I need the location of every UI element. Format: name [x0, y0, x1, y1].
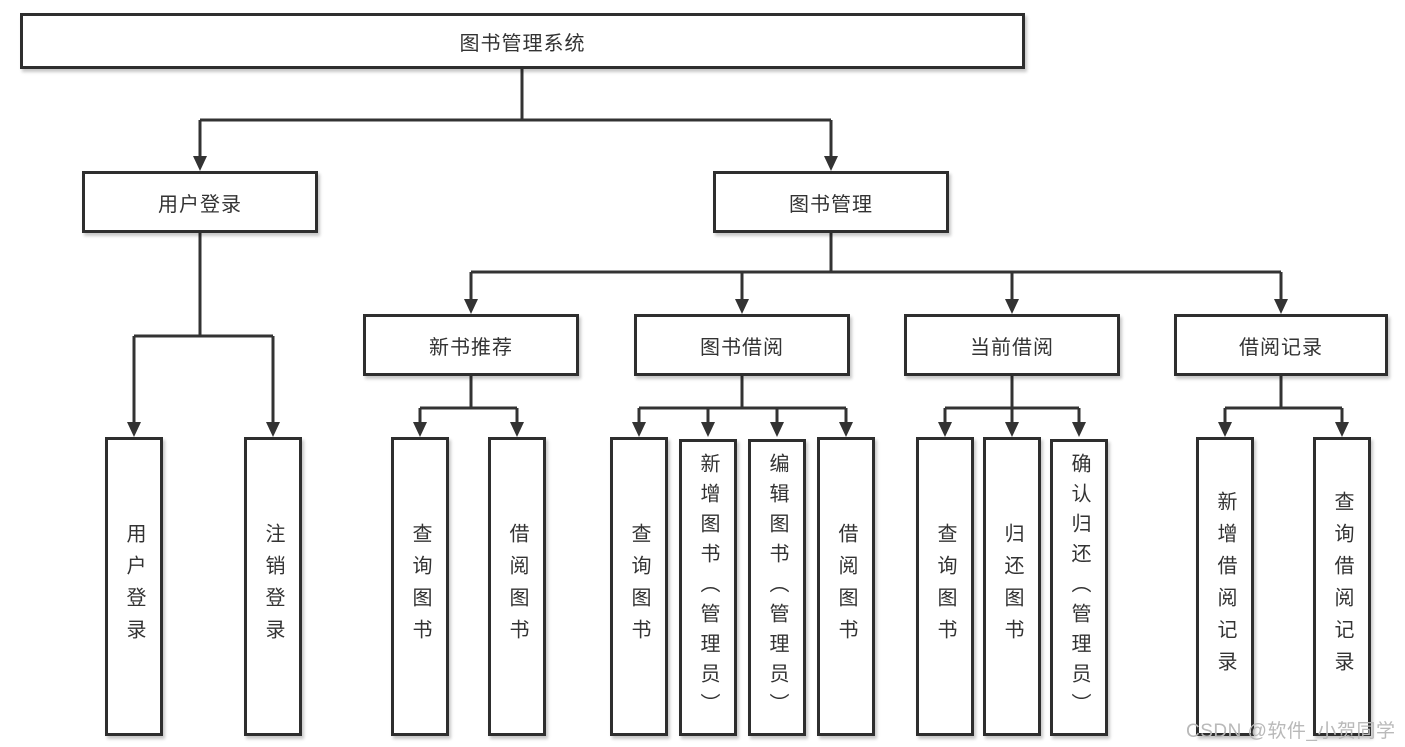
node-label: 新增借阅记录	[1214, 490, 1236, 683]
node-borrow-records: 借阅记录	[1174, 314, 1388, 376]
leaf-logout: 注销登录	[244, 437, 302, 736]
leaf-confirm-return-admin: 确认归还（管理员）	[1050, 439, 1108, 736]
node-label: 查询图书	[409, 522, 431, 651]
leaf-query-book-3: 查询图书	[916, 437, 974, 736]
leaf-query-borrow-record: 查询借阅记录	[1313, 437, 1371, 736]
node-label: 注销登录	[262, 522, 284, 651]
leaf-user-login: 用户登录	[105, 437, 163, 736]
leaf-borrow-book-1: 借阅图书	[488, 437, 546, 736]
leaf-edit-book-admin: 编辑图书（管理员）	[748, 439, 806, 736]
leaf-add-borrow-record: 新增借阅记录	[1196, 437, 1254, 736]
node-label: 编辑图书（管理员）	[766, 452, 788, 723]
node-label: 借阅图书	[506, 522, 528, 651]
watermark: CSDN @软件_小贺同学	[1186, 721, 1396, 742]
node-user-login: 用户登录	[82, 171, 318, 233]
node-label: 图书管理	[789, 193, 873, 216]
node-label: 新书推荐	[429, 336, 513, 359]
node-label: 查询借阅记录	[1331, 490, 1353, 683]
node-label: 用户登录	[158, 193, 242, 216]
leaf-add-book-admin: 新增图书（管理员）	[679, 439, 737, 736]
node-label: 新增图书（管理员）	[697, 452, 719, 723]
node-new-book-recommend: 新书推荐	[363, 314, 579, 376]
node-book-borrow: 图书借阅	[634, 314, 850, 376]
node-label: 借阅图书	[835, 522, 857, 651]
node-label: 查询图书	[628, 522, 650, 651]
leaf-return-book: 归还图书	[983, 437, 1041, 736]
node-label: 图书管理系统	[459, 32, 586, 55]
node-label: 归还图书	[1001, 522, 1023, 651]
node-root: 图书管理系统	[20, 13, 1025, 69]
node-label: 确认归还（管理员）	[1068, 452, 1090, 723]
node-label: 借阅记录	[1239, 336, 1323, 359]
node-label: 用户登录	[123, 522, 145, 651]
node-label: 当前借阅	[970, 336, 1054, 359]
leaf-borrow-book-2: 借阅图书	[817, 437, 875, 736]
node-label: 查询图书	[934, 522, 956, 651]
node-book-management: 图书管理	[713, 171, 949, 233]
leaf-query-book-2: 查询图书	[610, 437, 668, 736]
node-label: 图书借阅	[700, 336, 784, 359]
leaf-query-book-1: 查询图书	[391, 437, 449, 736]
node-current-borrow: 当前借阅	[904, 314, 1120, 376]
